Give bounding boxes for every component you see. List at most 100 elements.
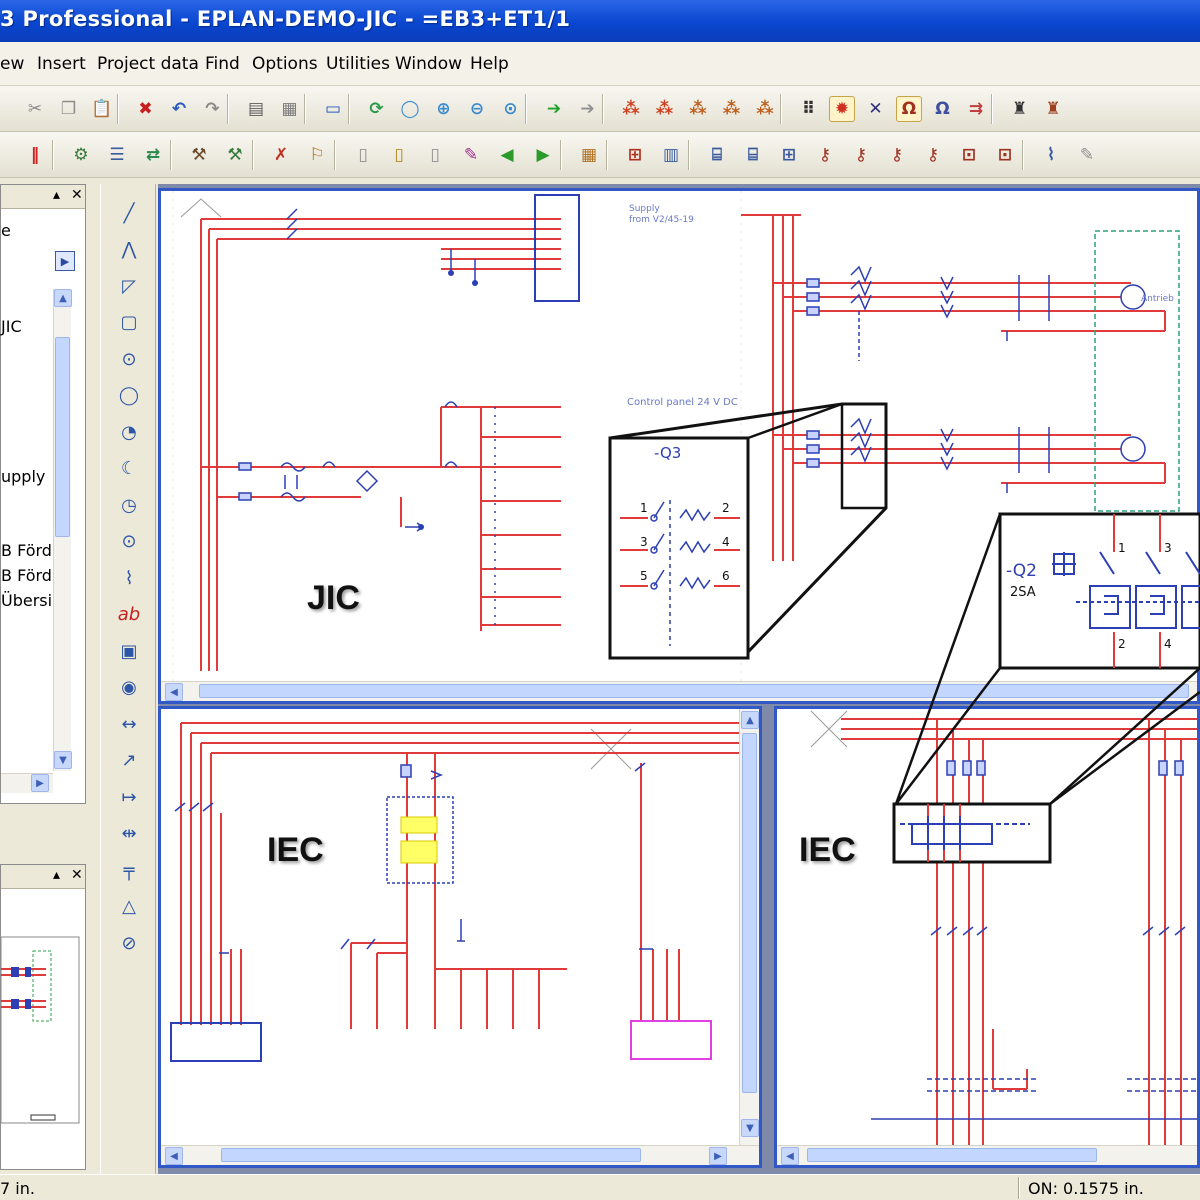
symbol4-button[interactable]: ⁂ xyxy=(719,96,745,122)
line-icon[interactable]: ╱ xyxy=(123,202,135,224)
delete-button[interactable]: ✖ xyxy=(133,96,159,122)
rectangle-icon[interactable]: ▢ xyxy=(120,312,138,333)
project-button[interactable]: ⚙ xyxy=(68,142,94,168)
page-new2-button[interactable]: ▯ xyxy=(386,142,412,168)
dimension2-icon[interactable]: ↗ xyxy=(121,750,137,771)
plug4-button[interactable]: ⚷ xyxy=(920,142,946,168)
page-prev-button[interactable]: ◀ xyxy=(494,142,520,168)
menu-insert[interactable]: Insert xyxy=(37,54,86,74)
menu-help[interactable]: Help xyxy=(470,54,509,74)
symbol2-button[interactable]: ⁂ xyxy=(652,96,678,122)
page-new-button[interactable]: ▯ xyxy=(350,142,376,168)
plc-button[interactable]: ♜ xyxy=(1007,96,1033,122)
plug-button[interactable]: ⚷ xyxy=(812,142,838,168)
clock-icon[interactable]: ◷ xyxy=(121,494,137,516)
pin-icon[interactable]: ▴ xyxy=(53,867,61,883)
dimension3-icon[interactable]: ↦ xyxy=(121,786,137,808)
scroll-thumb[interactable] xyxy=(55,337,70,537)
report-button[interactable]: ⚐ xyxy=(304,142,330,168)
terminal2-button[interactable]: ▥ xyxy=(658,142,684,168)
zoom-all-button[interactable]: ⊙ xyxy=(498,96,524,122)
page-next-button[interactable]: ▶ xyxy=(530,142,556,168)
radius-icon[interactable]: ⊘ xyxy=(121,932,137,954)
connect-button[interactable]: ⊞ xyxy=(776,142,802,168)
pause-button[interactable]: ‖ xyxy=(22,142,48,168)
ohm2-button[interactable]: Ω xyxy=(930,96,956,122)
split-button[interactable]: ⇉ xyxy=(963,96,989,122)
image-icon[interactable]: ▣ xyxy=(120,640,138,662)
menu-view[interactable]: ew xyxy=(0,54,25,74)
tree-item-project[interactable]: JIC xyxy=(1,317,22,336)
cable-button[interactable]: ⌸ xyxy=(704,142,730,168)
menu-options[interactable]: Options xyxy=(252,54,318,74)
tree-item-overview[interactable]: Übersi xyxy=(1,591,53,610)
grid-button[interactable]: ⠿ xyxy=(796,96,822,122)
edit-button[interactable]: ✎ xyxy=(1074,142,1100,168)
monitor-button[interactable]: ▭ xyxy=(320,96,346,122)
pin-icon[interactable]: ▴ xyxy=(53,187,61,203)
scroll-thumb[interactable] xyxy=(807,1148,1097,1162)
menu-find[interactable]: Find xyxy=(205,54,240,74)
title-bar[interactable]: 3 Professional - EPLAN-DEMO-JIC - =EB3+E… xyxy=(0,0,1200,42)
globe-icon[interactable]: ◉ xyxy=(121,677,137,698)
iec-left-hscroll[interactable]: ◀ ▶ xyxy=(161,1145,759,1165)
angle-icon[interactable]: △ xyxy=(122,896,136,917)
zoom-in-button[interactable]: ⊕ xyxy=(431,96,457,122)
circle2-icon[interactable]: ◯ xyxy=(118,385,140,406)
menu-project-data[interactable]: Project data xyxy=(97,54,199,74)
back-button[interactable]: ➔ xyxy=(575,96,601,122)
page-edit-button[interactable]: ✎ xyxy=(458,142,484,168)
schematic-window-iec-left[interactable]: IEC ▲ ▼ ◀ ▶ xyxy=(158,706,762,1168)
tree-button[interactable]: ☰ xyxy=(104,142,130,168)
menu-utilities[interactable]: Utilities xyxy=(326,54,390,74)
copy-button[interactable]: ❐ xyxy=(56,96,82,122)
scroll-down-icon[interactable]: ▼ xyxy=(54,751,72,769)
ellipse-icon[interactable]: ⊙ xyxy=(121,531,137,552)
box-button[interactable]: ⊡ xyxy=(956,142,982,168)
symbol-button[interactable]: ⁂ xyxy=(618,96,644,122)
cable2-button[interactable]: ⌸ xyxy=(740,142,766,168)
tree-item-ford-1[interactable]: B Förd xyxy=(1,541,52,560)
menu-window[interactable]: Window xyxy=(395,54,463,74)
zoom-out-button[interactable]: ⊖ xyxy=(464,96,490,122)
undo-button[interactable]: ↶ xyxy=(166,96,192,122)
iec-right-hscroll[interactable]: ◀ xyxy=(777,1145,1197,1165)
scroll-thumb[interactable] xyxy=(742,733,757,1093)
forward-button[interactable]: ➔ xyxy=(541,96,567,122)
parts2-button[interactable]: ⚒ xyxy=(222,142,248,168)
box2-button[interactable]: ⊡ xyxy=(992,142,1018,168)
tree-item-supply[interactable]: upply xyxy=(1,467,46,486)
omega-button[interactable]: Ω xyxy=(896,96,922,122)
refresh-button[interactable]: ⟳ xyxy=(364,96,390,122)
schematic-iec-right-canvas[interactable] xyxy=(777,709,1197,1145)
page-button[interactable]: ▤ xyxy=(243,96,269,122)
text-icon[interactable]: ab xyxy=(117,604,141,625)
wire-button[interactable]: ⌇ xyxy=(1038,142,1064,168)
filter-apply-button[interactable]: ▶ xyxy=(55,251,75,271)
table-button[interactable]: ▦ xyxy=(277,96,303,122)
dimension4-icon[interactable]: ⇹ xyxy=(121,823,137,844)
polyline-icon[interactable]: ⋀ xyxy=(121,239,137,260)
dimension5-icon[interactable]: ╤ xyxy=(123,859,135,881)
schematic-window-iec-right[interactable]: IEC ◀ xyxy=(774,706,1200,1168)
scroll-left-icon[interactable]: ◀ xyxy=(165,683,183,701)
tree-item-ford-2[interactable]: B Förd xyxy=(1,566,52,585)
redo-button[interactable]: ↷ xyxy=(200,96,226,122)
scroll-thumb[interactable] xyxy=(221,1148,641,1162)
circle-icon[interactable]: ⊙ xyxy=(121,348,137,370)
terminal-button[interactable]: ⊞ xyxy=(622,142,648,168)
intersect-button[interactable]: ✕ xyxy=(863,96,889,122)
page-open-button[interactable]: ▯ xyxy=(422,142,448,168)
close-icon[interactable]: ✕ xyxy=(71,187,83,203)
symbol5-button[interactable]: ⁂ xyxy=(752,96,778,122)
scroll-left-icon[interactable]: ◀ xyxy=(781,1147,799,1165)
scroll-up-icon[interactable]: ▲ xyxy=(54,289,72,307)
plug2-button[interactable]: ⚷ xyxy=(848,142,874,168)
iec-left-vscroll[interactable]: ▲ ▼ xyxy=(739,709,759,1147)
close-icon[interactable]: ✕ xyxy=(71,867,83,883)
arc2-icon[interactable]: ☾ xyxy=(120,458,138,479)
arc-icon[interactable]: ◔ xyxy=(121,421,137,443)
scroll-down-icon[interactable]: ▼ xyxy=(741,1119,759,1137)
plug3-button[interactable]: ⚷ xyxy=(884,142,910,168)
scroll-right-icon[interactable]: ▶ xyxy=(31,774,49,792)
